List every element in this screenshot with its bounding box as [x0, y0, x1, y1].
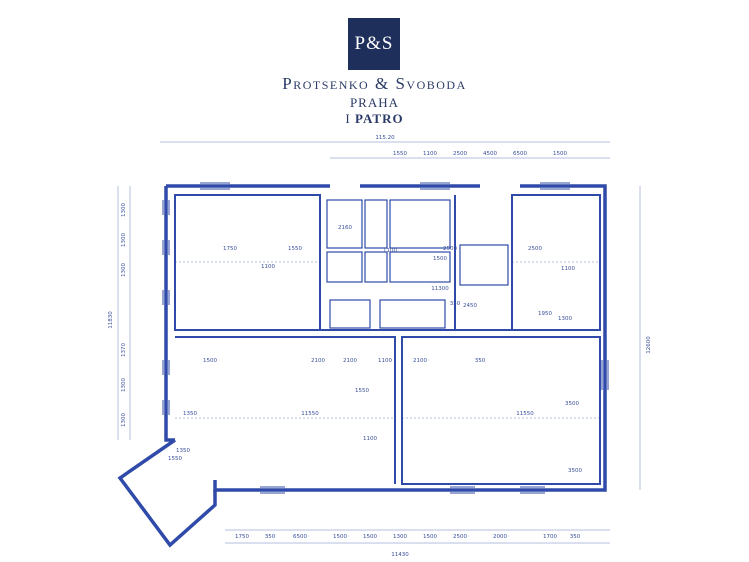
- room-dimension: 1550: [355, 388, 369, 394]
- dimension-labels: 115.20 1550 1100 2500 4500 6500 1500 11430 1750 3…: [108, 135, 652, 558]
- dimension-lines: [117, 141, 641, 544]
- outer-walls: [117, 184, 607, 548]
- wall-bottom-left: [175, 336, 396, 484]
- top-segment-dimension: 6500: [513, 151, 527, 157]
- room-dimension: 2100: [311, 358, 325, 364]
- core-room-2: [364, 199, 388, 249]
- inner-walls: [174, 194, 601, 485]
- room-dimension: 1500: [203, 358, 217, 364]
- bottom-segment-dimension: 1500: [423, 534, 437, 540]
- room-dimension: 11550: [301, 411, 319, 417]
- room-dimension: 1350: [183, 411, 197, 417]
- bottom-segment-dimension: 1300: [393, 534, 407, 540]
- left-total-dimension: 11830: [108, 311, 114, 329]
- left-segment-dimension: 1370: [121, 343, 127, 357]
- outer-wall-bay: [117, 438, 217, 548]
- windows: [162, 182, 609, 494]
- top-segment-dimension: 1100: [423, 151, 437, 157]
- room-dimension: 2160: [338, 225, 352, 231]
- room-dimension: 2450: [463, 303, 477, 309]
- outer-wall-left: [164, 186, 175, 442]
- room-top-left: [174, 194, 321, 331]
- top-segment-dimension: 1500: [553, 151, 567, 157]
- bottom-segment-dimension: 350: [265, 534, 276, 540]
- room-dimension: 1300: [558, 316, 572, 322]
- core-room-5: [364, 251, 388, 283]
- room-dimension: 1100: [363, 436, 377, 442]
- core-room-7: [459, 244, 509, 286]
- room-dimension: 3500: [568, 468, 582, 474]
- floor-word: PATRO: [355, 111, 404, 126]
- room-dimension: 3500: [565, 401, 579, 407]
- core-room-8: [329, 299, 371, 329]
- room-bottom-right: [401, 336, 601, 485]
- room-dimension: 1100: [378, 358, 392, 364]
- room-top-right: [511, 194, 601, 331]
- left-segment-dimension: 1300: [121, 413, 127, 427]
- left-segment-dimension: 1300: [121, 203, 127, 217]
- room-dimension: 1100: [561, 266, 575, 272]
- outer-wall-main: [166, 184, 607, 492]
- bottom-segment-dimension: 1750: [235, 534, 249, 540]
- left-segment-dimension: 1300: [121, 378, 127, 392]
- room-dimension: 350: [450, 301, 461, 307]
- room-dimension: 1100: [261, 264, 275, 270]
- core-room-1: [326, 199, 363, 249]
- top-segment-dimension: 4500: [483, 151, 497, 157]
- core-room-4: [326, 251, 363, 283]
- top-total-dimension: 115.20: [375, 135, 395, 141]
- company-logo: P&S: [348, 18, 400, 70]
- room-dimension: 1100: [383, 248, 397, 254]
- floor-label: I PATRO: [0, 111, 749, 127]
- bottom-segment-dimension: 2000: [493, 534, 507, 540]
- core-room-6: [389, 251, 451, 283]
- room-dimension: 1750: [223, 246, 237, 252]
- company-name: Protsenko & Svoboda: [282, 74, 467, 93]
- bottom-segment-dimension: 2500: [453, 534, 467, 540]
- room-dimension: 2100: [413, 358, 427, 364]
- top-segment-dimension: 1550: [393, 151, 407, 157]
- floor-number: I: [345, 111, 351, 126]
- bottom-segment-dimension: 1700: [543, 534, 557, 540]
- room-dimension: 2500: [443, 246, 457, 252]
- bottom-total-dimension: 11430: [391, 552, 409, 558]
- left-segment-dimension: 1300: [121, 263, 127, 277]
- bottom-segment-dimension: 1500: [363, 534, 377, 540]
- city-label: PRAHA: [349, 95, 400, 110]
- room-dimension: 1550: [168, 456, 182, 462]
- bottom-segment-dimension: 6500: [293, 534, 307, 540]
- bottom-segment-dimension: 1500: [333, 534, 347, 540]
- top-segment-dimension: 2500: [453, 151, 467, 157]
- left-segment-dimension: 1300: [121, 233, 127, 247]
- core-rooms: [326, 199, 509, 329]
- room-dimension: 1350: [176, 448, 190, 454]
- bottom-segment-dimension: 350: [570, 534, 581, 540]
- wall-corridor: [320, 195, 512, 331]
- core-room-9: [379, 299, 446, 329]
- room-dimension: 350: [475, 358, 486, 364]
- room-dimension: 1500: [433, 256, 447, 262]
- room-dimension: 11550: [516, 411, 534, 417]
- room-dimension: 2100: [343, 358, 357, 364]
- core-room-3: [389, 199, 451, 249]
- room-dimension: 11300: [431, 286, 449, 292]
- room-dimension: 2500: [528, 246, 542, 252]
- room-dimension: 1950: [538, 311, 552, 317]
- room-dimension: 1550: [288, 246, 302, 252]
- right-total-dimension: 12600: [646, 336, 652, 354]
